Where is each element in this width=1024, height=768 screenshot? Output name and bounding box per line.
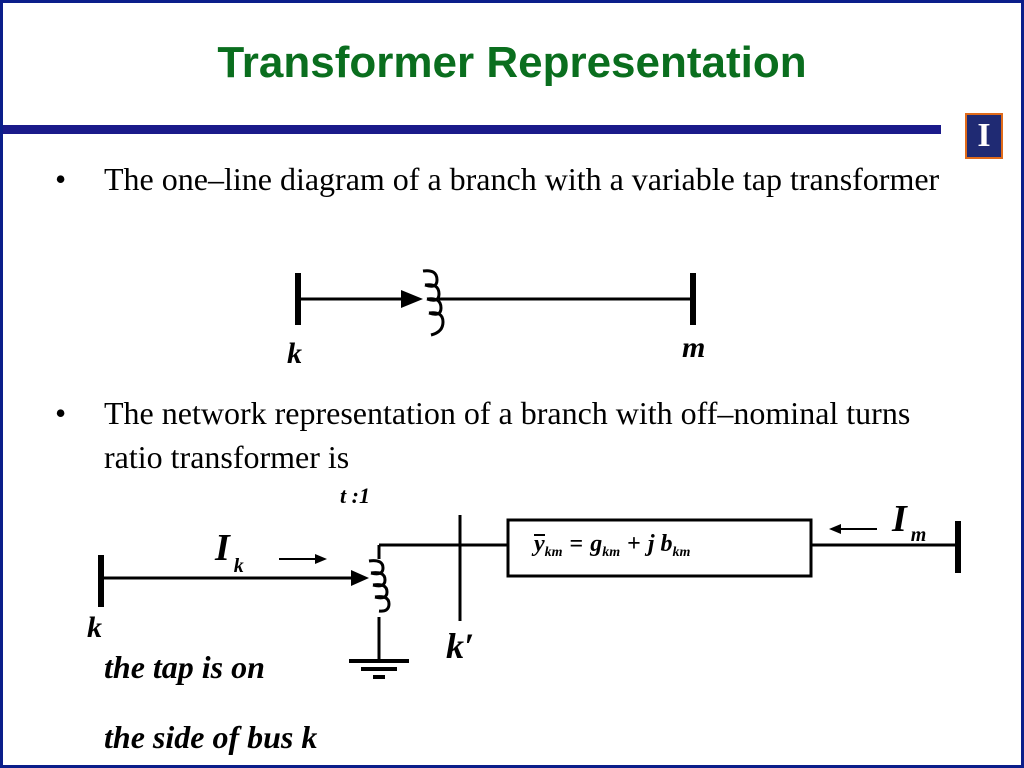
bullet-marker-2: •: [55, 395, 67, 431]
turns-ratio-label: t :1: [340, 483, 370, 508]
equals-sign: =: [569, 531, 584, 557]
bus-k-label-2: k: [87, 611, 102, 644]
tap-coil: [422, 269, 445, 337]
bullet-marker-1: •: [55, 161, 67, 197]
tap-arrowhead-2: [351, 570, 369, 586]
current-k-subscript: k: [233, 555, 244, 577]
bus-m-label: m: [682, 331, 706, 364]
imaginary-j: j: [647, 531, 655, 557]
current-k-arrowhead: [315, 554, 327, 564]
conductance-subscript: km: [602, 545, 621, 560]
bullet-text-2: The network representation of a branch w…: [104, 395, 911, 475]
plus-sign: +: [627, 531, 641, 557]
bullet-text-1: The one–line diagram of a branch with a …: [104, 161, 940, 197]
admittance-formula: ykm=gkm+j bkm: [534, 531, 691, 560]
network-diagram: [98, 515, 961, 679]
admittance-y-subscript: km: [544, 545, 563, 560]
current-m-subscript: m: [910, 524, 927, 546]
tap-arrowhead: [401, 290, 423, 308]
current-m-symbol: I: [892, 498, 907, 540]
transformer-coil: [368, 559, 391, 613]
one-line-diagram: [295, 269, 696, 337]
current-k-symbol: I: [215, 527, 230, 569]
current-m-arrowhead: [829, 524, 841, 534]
admittance-box: [506, 518, 813, 578]
logo-letter: I: [977, 117, 991, 154]
slide-title: Transformer Representation: [217, 38, 807, 87]
university-logo: I: [965, 113, 1003, 159]
bus-kprime-label: k′: [446, 626, 475, 666]
admittance-y: y: [534, 531, 545, 557]
circuit-diagrams: [98, 269, 961, 679]
tap-note-line-1: the tap is on: [104, 649, 265, 685]
susceptance-b: b: [660, 531, 673, 557]
susceptance-subscript: km: [672, 545, 691, 560]
bus-k-label: k: [287, 337, 302, 370]
tap-note-line-2: the side of bus k: [104, 719, 318, 755]
title-underline: [3, 125, 941, 134]
conductance-g: g: [590, 531, 603, 557]
